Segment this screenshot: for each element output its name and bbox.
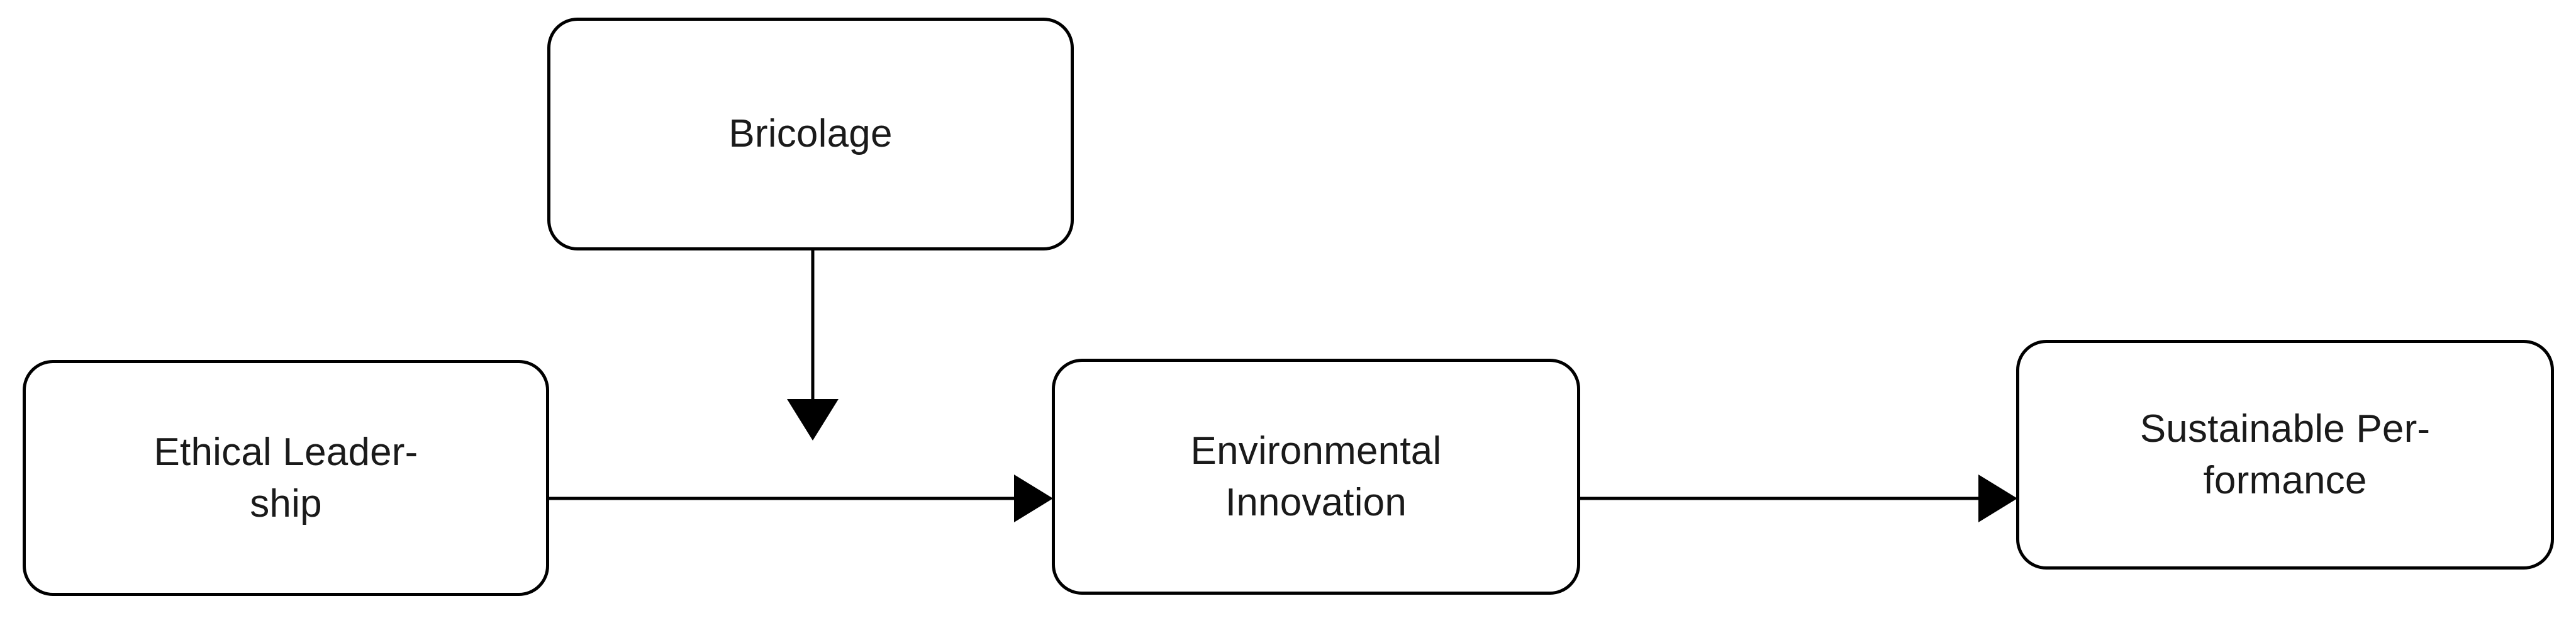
node-environmental-innovation-label: Environmental Innovation bbox=[1190, 429, 1442, 524]
edge-environmental-arrowhead bbox=[1978, 475, 2017, 522]
node-bricolage-label: Bricolage bbox=[728, 112, 893, 156]
node-environmental-innovation[interactable]: Environmental Innovation bbox=[1052, 359, 1580, 595]
edge-environmental-to-sustainable bbox=[1580, 475, 2017, 522]
node-ethical-leadership-label: Ethical Leader- ship bbox=[153, 430, 418, 525]
edge-bricolage-arrowhead bbox=[787, 399, 839, 441]
node-ethical-leadership[interactable]: Ethical Leader- ship bbox=[23, 360, 549, 596]
node-sustainable-performance[interactable]: Sustainable Per- formance bbox=[2016, 340, 2554, 570]
edge-ethical-arrowhead bbox=[1014, 475, 1053, 522]
edge-ethical-to-environmental bbox=[549, 475, 1053, 522]
node-bricolage[interactable]: Bricolage bbox=[547, 18, 1074, 250]
node-sustainable-performance-label: Sustainable Per- formance bbox=[2139, 407, 2431, 502]
